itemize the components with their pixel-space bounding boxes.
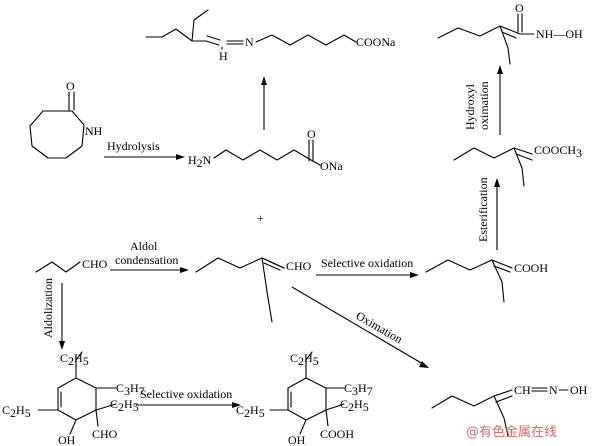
methyl-ester-structure: COOCH3 [453, 143, 582, 187]
aminocaproate-ona: ONa [320, 159, 343, 173]
esterification-step: Esterification [476, 177, 500, 250]
selective-oxidation-bottom-step: Selective oxidation [136, 387, 241, 408]
oxime-n: N [549, 383, 558, 397]
aminocaproate-oxygen: O [307, 127, 316, 141]
ester-cooch3: COOCH3 [534, 143, 582, 160]
acid-cooh: COOH [514, 261, 548, 275]
watermark: @有色金属在线 [466, 424, 557, 440]
hydroxyl-oximation-step: Hydroxyl oximation [463, 65, 503, 135]
butanal-cho: CHO [82, 257, 108, 271]
ring2-c2h5-right: C2H5 [340, 397, 369, 414]
oxime-ch: CH [514, 383, 531, 397]
ring1-oh: OH [58, 433, 76, 446]
caprolactam-oxygen: O [66, 79, 75, 93]
selective-oxidation-top-step: Selective oxidation [316, 256, 419, 278]
ring2-c3h7: C3H7 [344, 381, 373, 398]
schiff-n: N [245, 35, 254, 49]
plus-sign: + [257, 211, 264, 225]
hydroxamic-nh-oh: NH—OH [536, 27, 583, 41]
enal-cho: CHO [286, 259, 312, 273]
condensation-arrow-up [261, 76, 267, 130]
aldol-label-1: Aldol [130, 239, 158, 253]
sodium-aminocaproate-structure: H2N O ONa [188, 127, 343, 173]
ring1-c2h5-top: C2H5 [60, 351, 89, 368]
aldol-label-2: condensation [115, 253, 178, 267]
ethylhexenal-structure: CHO [195, 257, 312, 323]
hydroxamic-oxygen: O [515, 1, 524, 15]
ring2-cooh: COOH [320, 427, 354, 441]
ethylhexenoic-acid-structure: COOH [425, 259, 548, 303]
ring2-oh: OH [288, 433, 306, 446]
hydroxyl-oximation-label-1: Hydroxyl [463, 83, 477, 130]
caprolactam-structure: O NH [29, 79, 103, 159]
ring1-c2h5-right: C2H5 [110, 397, 139, 414]
butanal-structure: CHO [35, 257, 108, 273]
cyclic-aldehyde-structure: C2H5 C3H7 C2H5 C2H5 OH CHO [2, 351, 145, 446]
schiff-h: H [219, 49, 228, 63]
hydrolysis-label: Hydrolysis [107, 139, 160, 153]
ring2-c2h5-top: C2H5 [290, 351, 319, 368]
cyclic-acid-structure: C2H5 C3H7 C2H5 C2H5 OH COOH [236, 351, 373, 446]
ring1-cho: CHO [92, 427, 118, 441]
hydroxyl-oximation-label-2: oximation [477, 81, 491, 130]
selective-oxidation-bottom-label: Selective oxidation [140, 387, 232, 401]
aldolization-label: Aldolization [41, 278, 55, 338]
schiff-base-structure: H N COONa [145, 9, 396, 63]
caprolactam-nh: NH [85, 124, 103, 138]
esterification-label: Esterification [476, 177, 490, 242]
selective-oxidation-top-label: Selective oxidation [321, 256, 413, 270]
hydrolysis-step: Hydrolysis [104, 139, 185, 160]
ring1-c2h5-left: C2H5 [2, 403, 31, 420]
oxime-oh: OH [570, 383, 588, 397]
schiff-coona: COONa [356, 35, 396, 49]
ring2-c2h5-left: C2H5 [236, 403, 265, 420]
ring1-c3h7: C3H7 [116, 381, 145, 398]
aminocaproate-h2n: H2N [188, 153, 212, 170]
hydroxamic-acid-structure: O NH—OH [437, 1, 583, 65]
aldol-condensation-step: Aldol condensation [110, 239, 189, 273]
aldolization-step: Aldolization [41, 278, 65, 350]
oxime-structure: CH N OH [431, 383, 588, 437]
